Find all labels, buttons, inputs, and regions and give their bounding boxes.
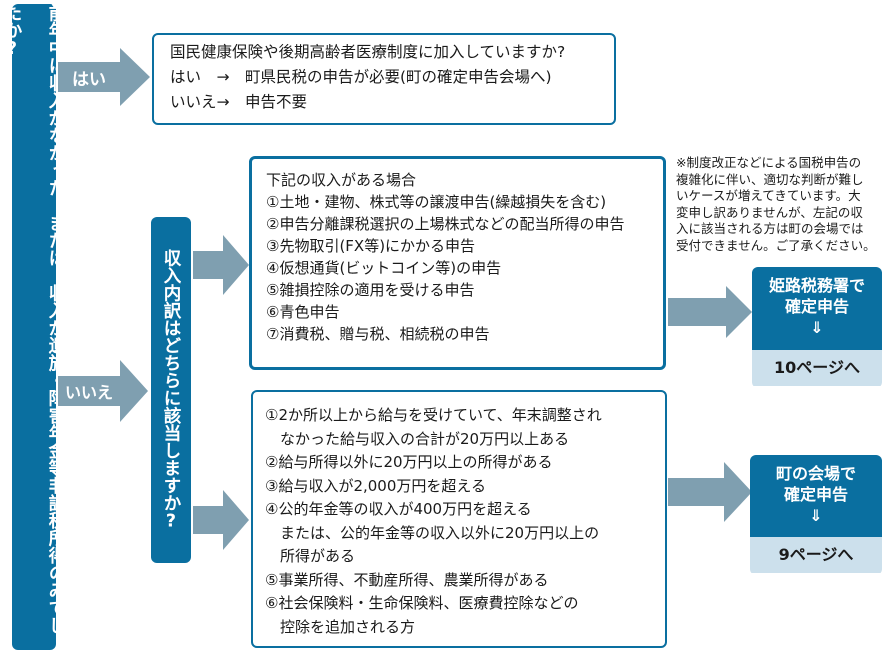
yes-box-line: 国民健康保険や後期高齢者医療制度に加入していますか? xyxy=(170,43,566,61)
tax-office-destination: 姫路税務署で 確定申告 ⇓ 10ページへ xyxy=(752,267,882,388)
note-line: 複雑化に伴い、適切な判断が難し xyxy=(676,171,864,187)
lower-box-line: ③給与収入が2,000万円を超える xyxy=(265,476,486,495)
yes-result-box: 国民健康保険や後期高齢者医療制度に加入していますか? はい → 町県民税の申告が… xyxy=(152,33,616,125)
upper-box-item: ③先物取引(FX等)にかかる申告 xyxy=(266,237,476,255)
note-line: ※制度改正などによる国税申告の xyxy=(676,155,862,170)
note-line: 変申し訳ありませんが、左記の収 xyxy=(676,204,863,220)
dest-line2: 確定申告 xyxy=(783,485,848,504)
lower-box-line: ②給与所得以外に20万円以上の所得がある xyxy=(265,453,553,471)
upper-box-item: ⑦消費税、贈与税、相続税の申告 xyxy=(266,325,490,343)
upper-box-heading: 下記の収入がある場合 xyxy=(266,171,417,189)
middle-question-text: 収入内訳はどちらに該当しますか? xyxy=(161,248,181,532)
upper-box-item: ①土地・建物、株式等の譲渡申告(繰越損失を含む) xyxy=(266,193,607,211)
arrow-head-icon xyxy=(726,286,752,338)
yes-arrow: はい xyxy=(58,48,150,106)
to-upper-box-arrow xyxy=(193,235,249,295)
lower-box-line: 控除を追加される方 xyxy=(265,617,416,636)
left-question-text: 前年中に収入がなかった。または、収入が遺族・障害年金等非課税所得のみでしたか? xyxy=(2,4,66,634)
down-arrow-icon: ⇓ xyxy=(810,318,824,337)
arrow-head-icon xyxy=(223,235,249,295)
town-venue-page-link[interactable]: 9ページへ xyxy=(750,537,882,573)
down-arrow-icon: ⇓ xyxy=(809,506,823,525)
note-text: ※制度改正などによる国税申告の 複雑化に伴い、適切な判断が難し いケースが増えて… xyxy=(676,155,886,254)
note-line: いケースが増えてきています。大 xyxy=(676,188,861,203)
note-line: 受付できません。ご了承ください。 xyxy=(676,237,876,253)
lower-box-line: なかった給与収入の合計が20万円以上ある xyxy=(265,429,570,448)
upper-box-item: ④仮想通貨(ビットコイン等)の申告 xyxy=(266,259,502,277)
lower-box-line: ④公的年金等の収入が400万円を超える xyxy=(265,500,532,518)
upper-box-item: ②申告分離課税選択の上場株式などの配当所得の申告 xyxy=(266,215,625,233)
tax-office-page-link[interactable]: 10ページへ xyxy=(752,350,882,386)
lower-income-box: ①2か所以上から給与を受けていて、年末調整され なかった給与収入の合計が20万円… xyxy=(251,390,667,648)
dest-line1: 姫路税務署で xyxy=(768,276,865,295)
arrow-head-icon xyxy=(223,490,249,550)
to-tax-office-arrow xyxy=(668,286,752,338)
lower-box-line: ①2か所以上から給与を受けていて、年末調整され xyxy=(265,406,602,424)
arrow-head-icon xyxy=(120,360,148,422)
yes-box-line: はい → 町県民税の申告が必要(町の確定申告会場へ) xyxy=(170,68,552,86)
dest-line1: 町の会場で xyxy=(775,464,856,483)
no-arrow-label: いいえ xyxy=(64,383,113,402)
yes-box-line: いいえ→ 申告不要 xyxy=(170,93,307,111)
lower-box-line: ⑥社会保険料・生命保険料、医療費控除などの xyxy=(265,594,579,612)
to-town-venue-arrow xyxy=(668,462,752,522)
upper-income-box: 下記の収入がある場合 ①土地・建物、株式等の譲渡申告(繰越損失を含む) ②申告分… xyxy=(249,156,666,370)
upper-box-item: ⑤雑損控除の適用を受ける申告 xyxy=(266,281,475,299)
arrow-head-icon xyxy=(120,48,150,106)
dest-line2: 確定申告 xyxy=(784,297,849,316)
town-venue-destination: 町の会場で 確定申告 ⇓ 9ページへ xyxy=(750,455,882,575)
upper-box-item: ⑥青色申告 xyxy=(266,303,340,321)
lower-box-line: ⑤事業所得、不動産所得、農業所得がある xyxy=(265,570,549,589)
no-arrow: いいえ xyxy=(58,360,150,422)
left-question-bar: 前年中に収入がなかった。または、収入が遺族・障害年金等非課税所得のみでしたか? xyxy=(2,4,66,650)
arrow-head-icon xyxy=(724,462,752,522)
to-lower-box-arrow xyxy=(193,490,249,550)
yes-arrow-label: はい xyxy=(72,69,106,90)
middle-question-bar: 収入内訳はどちらに該当しますか? xyxy=(151,217,191,563)
note-line: 入に該当される方は町の会場では xyxy=(676,221,864,236)
lower-box-line: または、公的年金等の収入以外に20万円以上の xyxy=(265,523,600,542)
lower-box-line: 所得がある xyxy=(265,547,356,565)
